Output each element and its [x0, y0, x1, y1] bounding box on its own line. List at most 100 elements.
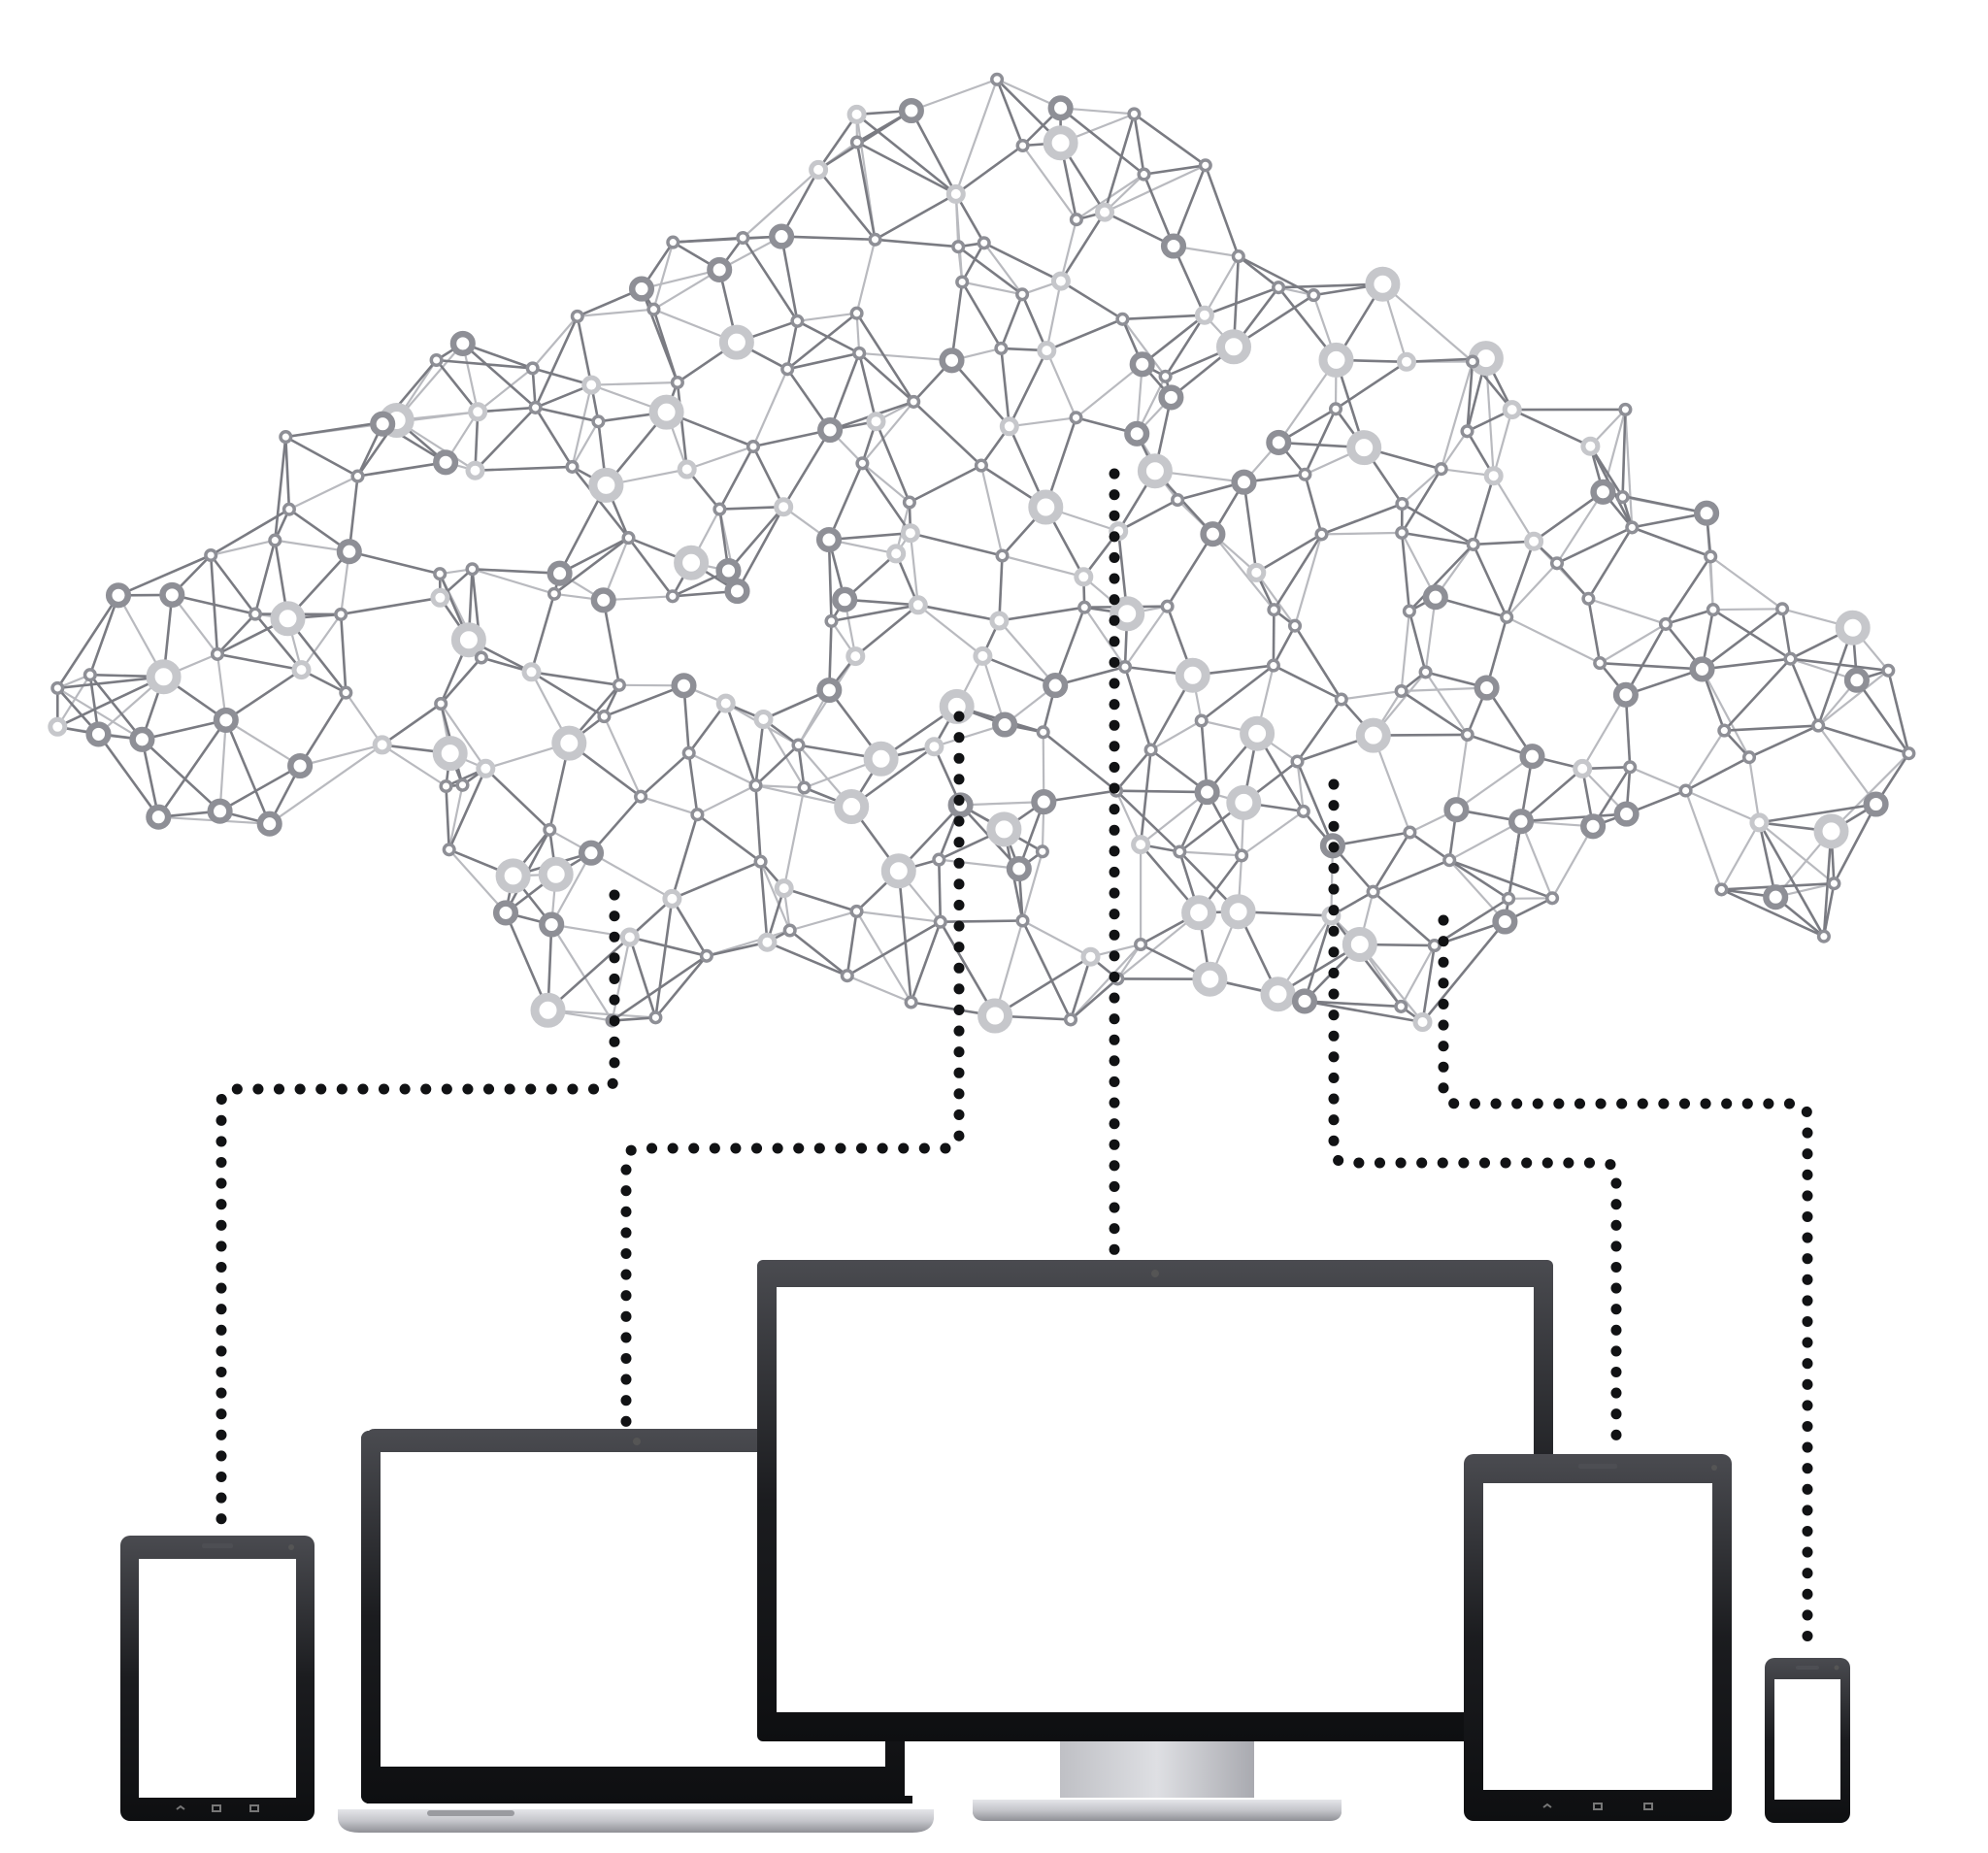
network-edge: [994, 955, 1092, 1017]
network-edge: [447, 768, 487, 850]
network-node: [591, 414, 606, 429]
network-edge: [1587, 598, 1602, 664]
network-node: [1069, 411, 1083, 425]
network-edge: [718, 446, 755, 511]
network-edge: [1492, 475, 1536, 543]
network-node: [570, 309, 584, 323]
network-edge: [530, 671, 606, 718]
network-edge: [654, 954, 708, 1019]
network-edge: [1242, 481, 1258, 574]
network-edge: [983, 242, 1062, 282]
connector-smartphone: [1438, 914, 1813, 1656]
network-edge: [1042, 731, 1117, 792]
network-node: [1143, 743, 1158, 757]
network-edge: [856, 910, 941, 923]
network-node: [718, 324, 754, 360]
network-node: [1397, 351, 1416, 372]
network-edge: [855, 142, 877, 241]
network-node: [539, 911, 565, 938]
network-edge: [1164, 314, 1206, 378]
network-node: [1050, 271, 1071, 291]
network-edge: [1103, 114, 1136, 213]
network-edge: [1008, 349, 1048, 427]
network-edge: [1759, 803, 1876, 824]
network-node: [1129, 351, 1155, 378]
network-edge: [640, 795, 698, 816]
network-node: [210, 646, 225, 661]
network-edge: [1059, 218, 1077, 281]
network-edge: [253, 540, 277, 614]
network-edge: [751, 446, 785, 508]
network-node: [898, 97, 924, 124]
network-edge: [535, 406, 599, 423]
network-edge: [571, 420, 600, 468]
network-edge: [1408, 544, 1474, 612]
network-node: [1418, 665, 1433, 679]
network-node: [1272, 281, 1286, 295]
network-edge: [1421, 944, 1437, 1023]
network-edge: [218, 719, 227, 811]
network-edge: [1758, 821, 1826, 938]
network-edge: [759, 861, 791, 931]
network-edge: [1466, 361, 1474, 432]
network-node: [1395, 525, 1409, 540]
network-node: [1115, 312, 1130, 326]
network-node: [1240, 715, 1276, 751]
network-node: [1466, 537, 1480, 551]
network-edge: [754, 785, 762, 862]
network-edge: [348, 549, 441, 576]
network-node: [1811, 718, 1826, 733]
network-edge: [1833, 803, 1877, 884]
network-edge: [1817, 724, 1877, 806]
network-edge: [671, 860, 762, 901]
network-edge: [157, 719, 227, 818]
network-node: [433, 567, 447, 581]
network-node: [528, 400, 543, 414]
network-edge: [547, 1009, 656, 1019]
network-node: [990, 72, 1005, 86]
network-edge: [859, 351, 952, 362]
network-edge: [1020, 293, 1048, 351]
network-node: [902, 495, 916, 510]
network-edge: [627, 537, 674, 598]
cloud-network-icon: [48, 72, 1916, 1034]
network-edge: [1789, 658, 1820, 727]
network-edges-dark: [55, 78, 1910, 1024]
network-node: [628, 276, 655, 302]
network-edge: [1440, 361, 1474, 470]
network-nodes-dark: [50, 72, 1916, 1028]
network-node: [1422, 584, 1448, 611]
network-edge: [1021, 145, 1077, 220]
network-node: [146, 804, 172, 830]
network-node: [1037, 341, 1057, 361]
network-edge: [817, 169, 877, 241]
network-edge: [855, 113, 957, 195]
network-edge: [475, 465, 573, 472]
network-edge: [1631, 526, 1711, 558]
network-edge: [845, 910, 858, 976]
small-tablet-screen: [139, 1559, 296, 1798]
smartphone-icon: [1765, 1658, 1850, 1823]
network-edge: [381, 702, 442, 746]
network-edge: [1069, 956, 1092, 1020]
network-edge: [960, 801, 1044, 807]
network-node: [279, 430, 293, 445]
network-node: [433, 449, 459, 476]
network-edge: [652, 268, 720, 311]
network-edge: [1702, 657, 1791, 671]
network-node: [1492, 909, 1518, 935]
network-edge: [629, 936, 708, 958]
network-node: [1465, 354, 1480, 369]
network-edge: [224, 719, 271, 825]
network-node: [995, 548, 1010, 563]
network-edge: [1400, 532, 1411, 612]
network-node: [621, 531, 636, 546]
network-edge: [1070, 977, 1119, 1021]
network-node: [1266, 658, 1280, 673]
network-edge: [861, 462, 911, 534]
network-node: [855, 456, 870, 471]
network-node: [1442, 853, 1457, 868]
network-edge: [696, 784, 756, 816]
network-node: [1460, 424, 1474, 439]
network-edge: [998, 555, 1004, 621]
